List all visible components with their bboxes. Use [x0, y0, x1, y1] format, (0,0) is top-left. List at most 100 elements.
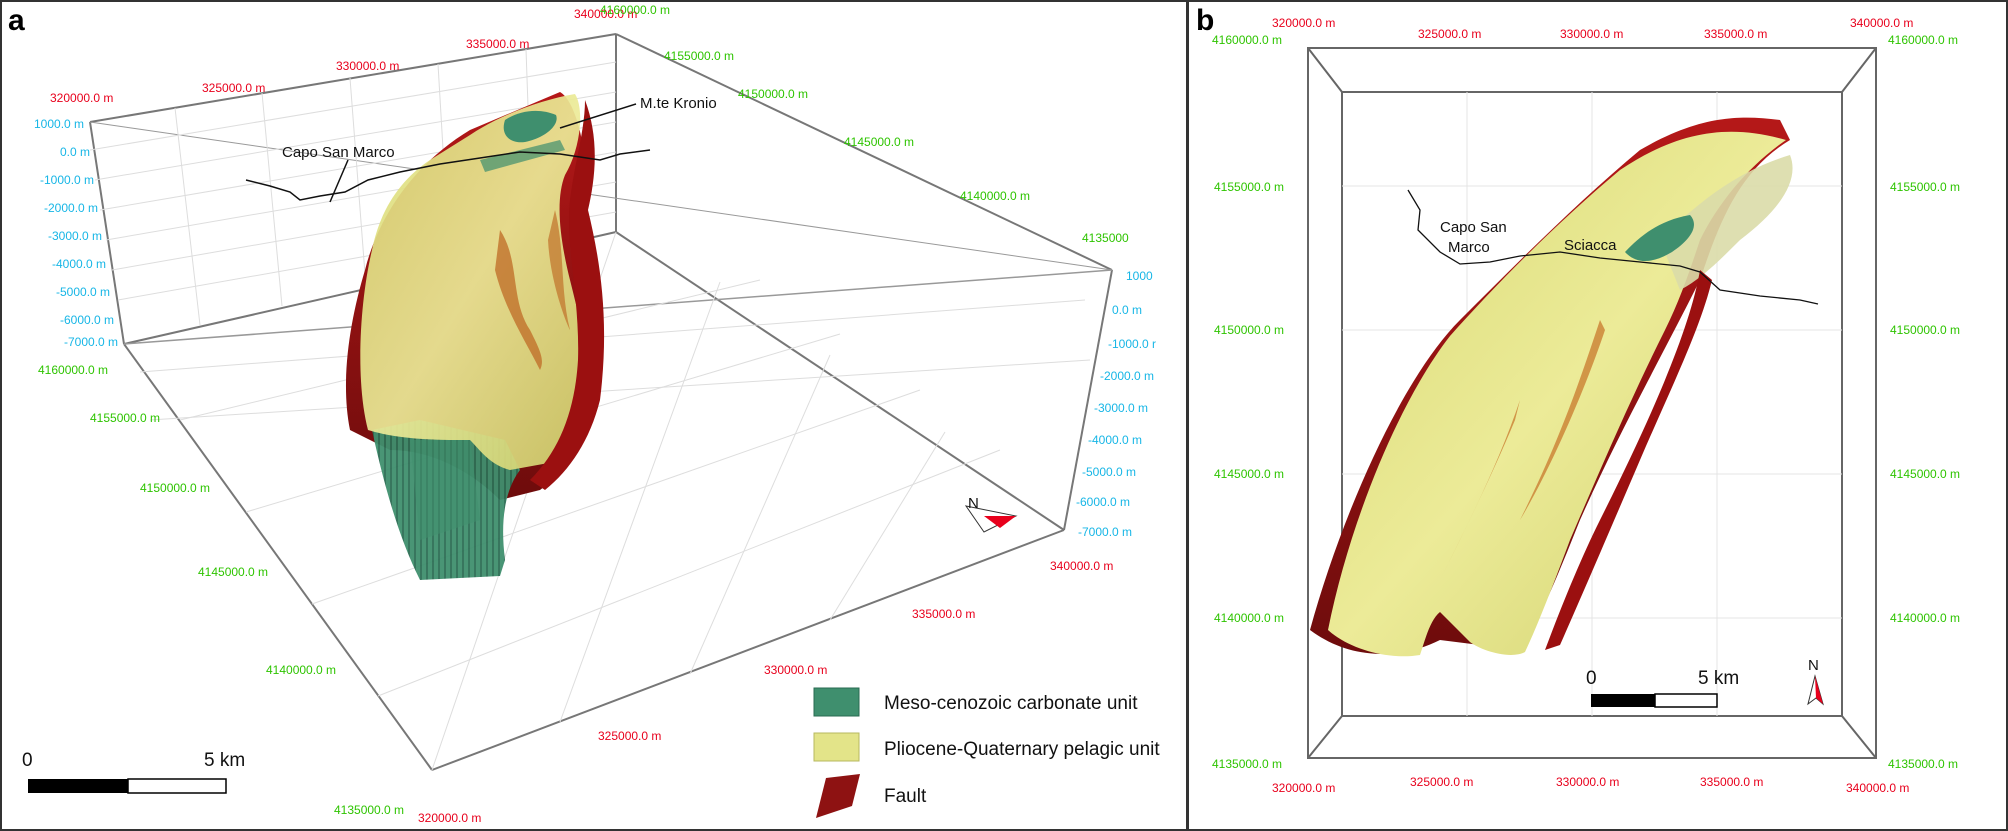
panel-b-right-lobe [1660, 155, 1793, 290]
legend: Meso-cenozoic carbonate unit Pliocene-Qu… [813, 687, 1160, 818]
panel-a-north-label-3: 4150000.0 m [140, 481, 210, 495]
legend-label-carbonate: Meso-cenozoic carbonate unit [884, 693, 1138, 714]
panel-a-east-label-4: 335000.0 m [466, 37, 529, 51]
panel-b-green-outcrop [1625, 215, 1694, 262]
panel-a-depth-label-4: -2000.0 m [44, 201, 98, 215]
panel-a-green-rim [480, 140, 565, 172]
panel-b-geobody [1310, 117, 1793, 657]
panel-b-east-bottom-4: 335000.0 m [1700, 775, 1763, 789]
panel-a-green-lower [410, 440, 480, 540]
panel-a-depth-label-13: -2000.0 m [1100, 369, 1154, 383]
panel-a-east-label-5: 340000.0 m [574, 7, 637, 21]
panel-a-east-label-3: 330000.0 m [336, 59, 399, 73]
panel-b-east-bottom-3: 330000.0 m [1556, 775, 1619, 789]
panel-b-east-top-2: 325000.0 m [1418, 27, 1481, 41]
panel-a-depth-label-3: -1000.0 m [40, 173, 94, 187]
panel-b-north-right-6: 4135000.0 m [1888, 757, 1958, 771]
panel-b-scale-bar: 0 5 km [1586, 668, 1739, 708]
panel-a-place-m-te-kronio: M.te Kronio [640, 95, 717, 112]
legend-swatch-fault [816, 774, 860, 818]
panel-b-north-right-1: 4160000.0 m [1888, 33, 1958, 47]
legend-swatch-pelagic [813, 732, 860, 762]
panel-a-leader-kronio [559, 103, 637, 129]
panel-a-north-arrow: N [964, 495, 1018, 533]
panel-b-north-left-6: 4135000.0 m [1212, 757, 1282, 771]
panel-b-north-right-2: 4155000.0 m [1890, 180, 1960, 194]
panel-a-inner-fault-2 [548, 210, 570, 330]
panel-a-depth-label-16: -5000.0 m [1082, 465, 1136, 479]
panel-a-place-capo-san-marco: Capo San Marco [282, 144, 395, 161]
panel-b-place-sciacca: Sciacca [1564, 237, 1617, 254]
panel-a-east-label-1: 320000.0 m [50, 91, 113, 105]
panel-a-depth-label-10: 1000 [1126, 269, 1153, 283]
panel-a-scale-start: 0 [22, 750, 33, 771]
panel-a-east-label-8: 325000.0 m [598, 729, 661, 743]
panel-a-depth-label-11: 0.0 m [1112, 303, 1142, 317]
legend-swatch-carbonate [813, 687, 860, 717]
panel-a-east-label-2: 325000.0 m [202, 81, 265, 95]
panel-b-north-right-4: 4145000.0 m [1890, 467, 1960, 481]
panel-b-place-capo-san: Capo San [1440, 219, 1507, 236]
panel-a-north-label-12: 4135000 [1082, 231, 1129, 245]
legend-label-pelagic: Pliocene-Quaternary pelagic unit [884, 739, 1160, 760]
legend-item-carbonate: Meso-cenozoic carbonate unit [813, 687, 1138, 717]
panel-a-north-label-2: 4155000.0 m [90, 411, 160, 425]
panel-b-east-bottom-5: 340000.0 m [1846, 781, 1909, 795]
panel-a-depth-label-8: -6000.0 m [60, 313, 114, 327]
panel-b-north-left-5: 4140000.0 m [1214, 611, 1284, 625]
panel-b-north-left-4: 4145000.0 m [1214, 467, 1284, 481]
panel-a-letter: a [8, 4, 25, 37]
panel-b-scale-end: 5 km [1698, 668, 1739, 689]
panel-a-depth-label-12: -1000.0 r [1108, 337, 1156, 351]
panel-b-east-bottom-2: 325000.0 m [1410, 775, 1473, 789]
panel-b-north-right-5: 4140000.0 m [1890, 611, 1960, 625]
panel-a-north-label-1: 4160000.0 m [38, 363, 108, 377]
panel-a-east-label-10: 340000.0 m [1050, 559, 1113, 573]
panel-a-scale-bar: 0 5 km [22, 750, 245, 794]
panel-a-north-label-11: 4140000.0 m [960, 189, 1030, 203]
panel-a-scale-end: 5 km [204, 750, 245, 771]
panel-a-north-label-5: 4140000.0 m [266, 663, 336, 677]
panel-b-place-marco: Marco [1448, 239, 1490, 256]
panel-b-coastline [1407, 189, 1819, 305]
panel-a-north-label-7: 4160000.0 m [600, 3, 670, 17]
panel-a-depth-label-2: 0.0 m [60, 145, 90, 159]
panel-b-east-top-3: 330000.0 m [1560, 27, 1623, 41]
panel-a-north-label-6: 4135000.0 m [334, 803, 404, 817]
panel-a-east-label-9: 320000.0 m [418, 811, 481, 825]
panel-a-green-top [503, 110, 557, 143]
panel-b-north-letter: N [1808, 657, 1819, 674]
panel-b-east-top-5: 340000.0 m [1850, 16, 1913, 30]
panel-a-geobody [345, 92, 605, 580]
panel-b-east-bottom-1: 320000.0 m [1272, 781, 1335, 795]
panel-a-north-label-8: 4155000.0 m [664, 49, 734, 63]
panel-b-north-left-3: 4150000.0 m [1214, 323, 1284, 337]
panel-a-depth-label-6: -4000.0 m [52, 257, 106, 271]
legend-label-fault: Fault [884, 786, 927, 807]
panel-a-north-letter: N [968, 495, 979, 512]
panel-a: a [0, 0, 1188, 831]
panel-a-north-label-4: 4145000.0 m [198, 565, 268, 579]
panel-a-north-label-10: 4145000.0 m [844, 135, 914, 149]
panel-b-north-left-2: 4155000.0 m [1214, 180, 1284, 194]
legend-item-fault: Fault [816, 774, 927, 818]
panel-a-depth-label-1: 1000.0 m [34, 117, 84, 131]
panel-a-fault-right-edge [530, 100, 605, 490]
panel-a-east-label-6: 335000.0 m [912, 607, 975, 621]
panel-a-depth-label-9: -7000.0 m [64, 335, 118, 349]
panel-a-depth-label-17: -6000.0 m [1076, 495, 1130, 509]
legend-item-pelagic: Pliocene-Quaternary pelagic unit [813, 732, 1160, 762]
panel-b-north-arrow: N [1807, 657, 1824, 706]
panel-b: b C [1187, 0, 2008, 831]
panel-a-depth-label-7: -5000.0 m [56, 285, 110, 299]
panel-a-depth-label-18: -7000.0 m [1078, 525, 1132, 539]
panel-a-north-label-9: 4150000.0 m [738, 87, 808, 101]
panel-b-east-top-4: 335000.0 m [1704, 27, 1767, 41]
panel-b-fault-east-strip [1545, 270, 1712, 650]
panel-a-leader-capo [329, 159, 349, 203]
panel-a-east-label-7: 330000.0 m [764, 663, 827, 677]
panel-a-depth-label-5: -3000.0 m [48, 229, 102, 243]
panel-a-yellow-unit [360, 94, 590, 470]
panel-b-north-right-3: 4150000.0 m [1890, 323, 1960, 337]
panel-b-scale-start: 0 [1586, 668, 1597, 689]
